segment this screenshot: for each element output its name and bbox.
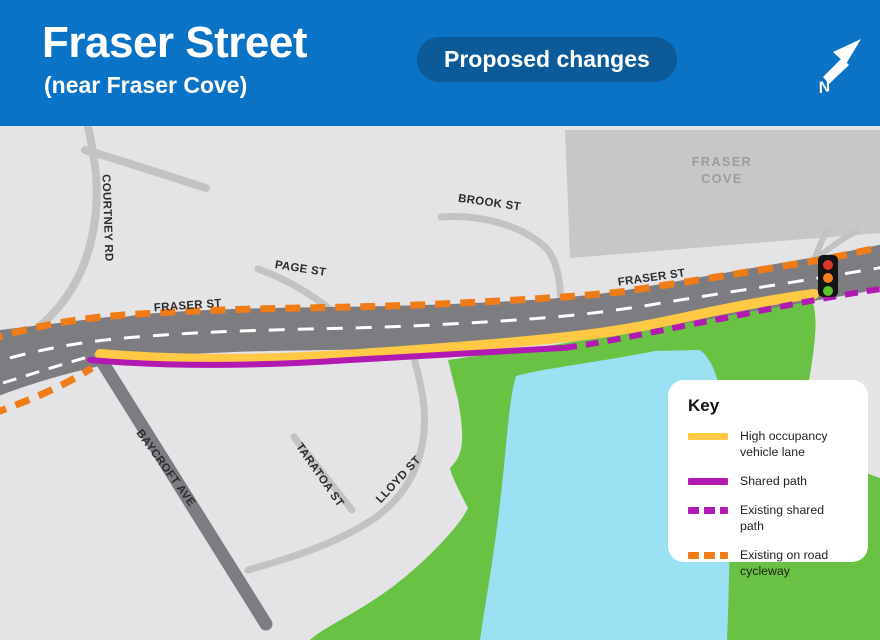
lloyd-st-road xyxy=(244,358,429,574)
key-item-shared-path: Shared path xyxy=(688,474,850,490)
key-item-label: Existing shared path xyxy=(740,502,825,533)
key-item-existing-shared-path: Existing shared path xyxy=(688,503,850,535)
water xyxy=(480,350,730,640)
taratoa-st-road xyxy=(290,433,356,514)
key-item-label: Existing on road cycleway xyxy=(740,547,829,578)
fraser-cove-building xyxy=(565,130,880,258)
existing-cycleway-swatch xyxy=(688,551,728,559)
key-item-label: Shared path xyxy=(740,473,808,488)
courtney-rd-road xyxy=(26,126,101,338)
north-letter: N xyxy=(817,78,832,97)
key-item-label: High occupancy vehicle lane xyxy=(740,429,828,459)
shared-path-swatch xyxy=(688,477,728,485)
hov-lane-line xyxy=(95,289,819,364)
north-arrow-icon: N xyxy=(817,39,861,97)
cycleway-top-dashed xyxy=(0,243,880,341)
lane-line-center xyxy=(0,266,880,363)
brook-st-road xyxy=(437,213,565,307)
key-item-hov: High occupancy vehicle lane xyxy=(688,429,850,461)
lane-line-left xyxy=(0,353,96,386)
label-fraser-st-west: FRASER ST xyxy=(154,298,223,315)
existing-shared-path-line xyxy=(563,286,880,351)
hov-lane-swatch xyxy=(688,433,728,440)
courtney-branch-road xyxy=(81,146,210,192)
cycleway-bottom-dashed xyxy=(0,365,94,415)
traffic-light-icon xyxy=(818,255,838,297)
header: Fraser Street (near Fraser Cove) Propose… xyxy=(0,0,880,126)
shared-path-line xyxy=(87,345,565,368)
label-fraser-cove-1: FRASER xyxy=(692,155,752,169)
proposed-changes-badge: Proposed changes xyxy=(417,37,677,82)
key-panel: Key High occupancy vehicle lane Shared p… xyxy=(668,380,868,578)
page-subtitle: (near Fraser Cove) xyxy=(44,72,248,98)
existing-shared-path-swatch xyxy=(688,506,728,514)
baycroft-ave-road xyxy=(89,345,273,631)
key-item-existing-cycleway: Existing on road cycleway xyxy=(688,548,850,580)
fraser-street-road xyxy=(0,244,880,396)
label-fraser-cove-2: COVE xyxy=(701,172,742,186)
key-title: Key xyxy=(688,396,720,415)
page-title: Fraser Street xyxy=(42,18,307,67)
label-courtney-rd: COURTNEY RD xyxy=(99,174,114,262)
